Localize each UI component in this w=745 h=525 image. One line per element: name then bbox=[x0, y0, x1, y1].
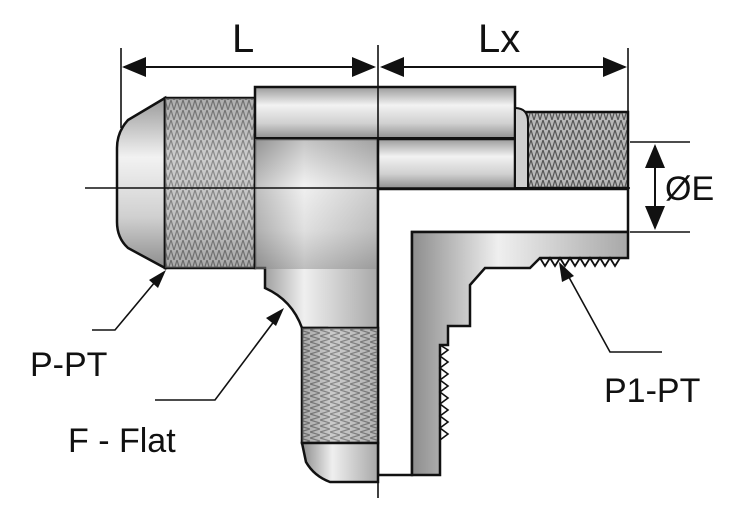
body-upper-right bbox=[376, 137, 517, 191]
right-thread-top bbox=[524, 110, 630, 190]
label-p1-pt: P1-PT bbox=[604, 372, 700, 410]
leader-p-pt bbox=[92, 275, 161, 331]
bottom-flare-nose bbox=[300, 441, 380, 484]
section-wall bbox=[410, 230, 630, 477]
dim-label-diameter: ØE bbox=[665, 170, 714, 208]
label-flat: F - Flat bbox=[68, 422, 176, 460]
dim-label-lx: Lx bbox=[478, 17, 520, 61]
leader-p1-pt bbox=[564, 269, 662, 353]
internal-thread-bottom bbox=[438, 344, 450, 441]
hex-body-top bbox=[253, 85, 517, 141]
label-p-pt: P-PT bbox=[30, 346, 107, 384]
leader-flat bbox=[155, 315, 279, 401]
internal-thread-right bbox=[539, 256, 628, 268]
left-flare-nose bbox=[115, 95, 167, 271]
dim-label-l: L bbox=[232, 17, 254, 61]
